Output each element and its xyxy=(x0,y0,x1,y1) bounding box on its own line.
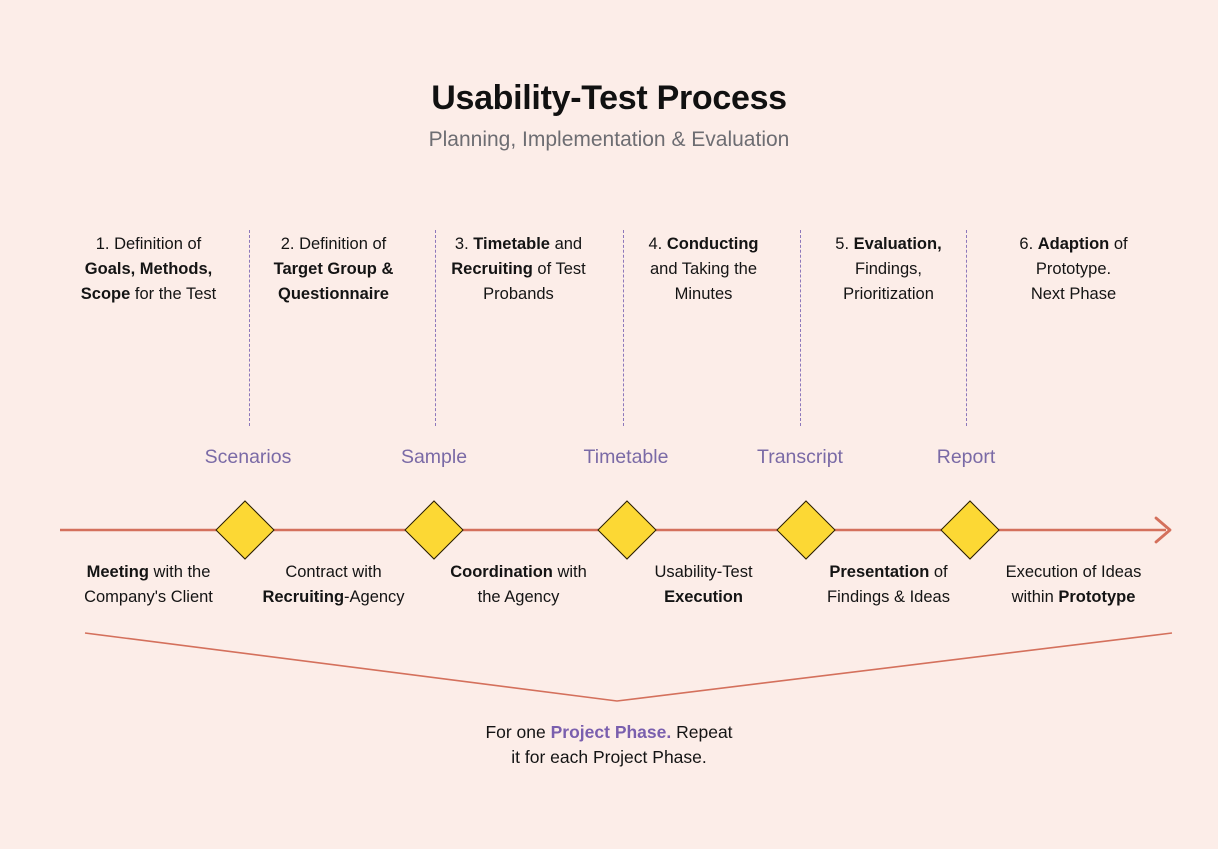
milestone-label-3: Coordination with the Agency xyxy=(426,560,611,610)
process-step-5: 5. Evaluation, Findings, Prioritization xyxy=(796,232,981,307)
deliverable-scenarios: Scenarios xyxy=(204,446,292,468)
step-3-line-1-tail: and xyxy=(549,235,583,253)
process-steps: 1. Definition of Goals, Methods, Scope f… xyxy=(56,232,1166,307)
milestone-4-line-1: Usability-Test xyxy=(654,563,753,581)
footer-accent-project-phase: Project Phase. xyxy=(550,722,672,742)
step-4-line-1-plain: 4. xyxy=(648,235,667,253)
milestone-marker-5 xyxy=(940,500,1000,560)
page-subtitle: Planning, Implementation & Evaluation xyxy=(428,128,790,151)
milestone-label-2: Contract with Recruiting-Agency xyxy=(241,560,426,610)
step-5-line-3: Prioritization xyxy=(843,285,934,303)
step-1-line-3-bold: Scope xyxy=(80,285,131,303)
milestone-4-line-2: Execution xyxy=(664,588,743,606)
milestone-1-line-1-tail: with the xyxy=(148,563,211,581)
milestone-5-line-1-bold: Presentation xyxy=(829,563,930,581)
milestone-1-line-1-bold: Meeting xyxy=(86,563,149,581)
milestone-2-line-1: Contract with xyxy=(285,563,382,581)
milestone-marker-4 xyxy=(776,500,836,560)
deliverable-transcript: Transcript xyxy=(757,446,843,468)
step-3-line-2-bold: Recruiting xyxy=(451,260,533,278)
step-1-line-1: 1. Definition of xyxy=(95,235,202,253)
step-6-line-1-tail: of xyxy=(1109,235,1128,253)
column-divider-4 xyxy=(800,230,801,426)
step-5-line-1-plain: 5. xyxy=(835,235,854,253)
timeline-arrowhead-icon xyxy=(1154,516,1172,544)
step-3-line-3: Probands xyxy=(483,285,554,303)
process-step-4: 4. Conducting and Taking the Minutes xyxy=(611,232,796,307)
milestone-label-6: Execution of Ideas within Prototype xyxy=(981,560,1166,610)
step-3-line-2-tail: of Test xyxy=(532,260,586,278)
page-title: Usability-Test Process xyxy=(431,79,787,117)
milestone-labels: Meeting with the Company's Client Contra… xyxy=(56,560,1166,610)
step-1-line-3-plain: for the Test xyxy=(130,285,217,303)
step-6-line-1-plain: 6. xyxy=(1019,235,1038,253)
step-6-line-2: Prototype. xyxy=(1035,260,1112,278)
step-2-line-3: Questionnaire xyxy=(278,285,389,303)
footer-note: For one Project Phase. Repeat it for eac… xyxy=(0,720,1218,770)
step-5-line-1-bold: Evaluation, xyxy=(853,235,942,253)
deliverable-timetable: Timetable xyxy=(583,446,669,468)
milestone-6-line-2-plain: within xyxy=(1011,588,1059,606)
step-2-line-2: Target Group & xyxy=(273,260,394,278)
milestone-marker-3 xyxy=(597,500,657,560)
column-divider-5 xyxy=(966,230,967,426)
step-3-line-1-bold: Timetable xyxy=(473,235,550,253)
step-4-line-2: and Taking the xyxy=(649,260,758,278)
milestone-marker-1 xyxy=(215,500,275,560)
process-step-1: 1. Definition of Goals, Methods, Scope f… xyxy=(56,232,241,307)
milestone-label-4: Usability-Test Execution xyxy=(611,560,796,610)
milestone-2-line-2-tail: -Agency xyxy=(344,588,405,606)
header: Usability-Test Process Planning, Impleme… xyxy=(0,76,1218,155)
column-divider-1 xyxy=(249,230,250,426)
deliverable-report: Report xyxy=(936,446,996,468)
column-divider-3 xyxy=(623,230,624,426)
milestone-3-line-2: the Agency xyxy=(477,588,560,606)
step-5-line-2: Findings, xyxy=(855,260,922,278)
milestone-2-line-2-bold: Recruiting xyxy=(262,588,345,606)
footer-line-2: it for each Project Phase. xyxy=(511,747,707,767)
milestone-label-1: Meeting with the Company's Client xyxy=(56,560,241,610)
step-3-line-1-plain: 3. xyxy=(454,235,474,253)
process-step-3: 3. Timetable and Recruiting of Test Prob… xyxy=(426,232,611,307)
milestone-5-line-1-tail: of xyxy=(929,563,948,581)
milestone-marker-2 xyxy=(404,500,464,560)
footer-line-1-part-1: For one xyxy=(485,722,551,742)
step-2-line-1: 2. Definition of xyxy=(280,235,387,253)
milestone-6-line-2-bold: Prototype xyxy=(1058,588,1136,606)
footer-line-1-part-2: Repeat xyxy=(671,722,733,742)
deliverable-sample: Sample xyxy=(400,446,468,468)
milestone-3-line-1-bold: Coordination xyxy=(450,563,553,581)
step-6-line-3: Next Phase xyxy=(1030,285,1117,303)
process-step-6: 6. Adaption of Prototype. Next Phase xyxy=(981,232,1166,307)
process-step-2: 2. Definition of Target Group & Question… xyxy=(241,232,426,307)
step-6-line-1-bold: Adaption xyxy=(1037,235,1110,253)
phase-bracket xyxy=(84,632,1173,702)
milestone-3-line-1-tail: with xyxy=(552,563,587,581)
step-4-line-3: Minutes xyxy=(674,285,733,303)
step-4-line-1-bold: Conducting xyxy=(666,235,759,253)
column-divider-2 xyxy=(435,230,436,426)
step-1-line-2: Goals, Methods, xyxy=(84,260,213,278)
milestone-5-line-2: Findings & Ideas xyxy=(827,588,950,606)
milestone-label-5: Presentation of Findings & Ideas xyxy=(796,560,981,610)
milestone-1-line-2: Company's Client xyxy=(84,588,213,606)
milestone-6-line-1: Execution of Ideas xyxy=(1005,563,1142,581)
deliverable-labels: Scenarios Sample Timetable Transcript Re… xyxy=(0,444,1218,472)
